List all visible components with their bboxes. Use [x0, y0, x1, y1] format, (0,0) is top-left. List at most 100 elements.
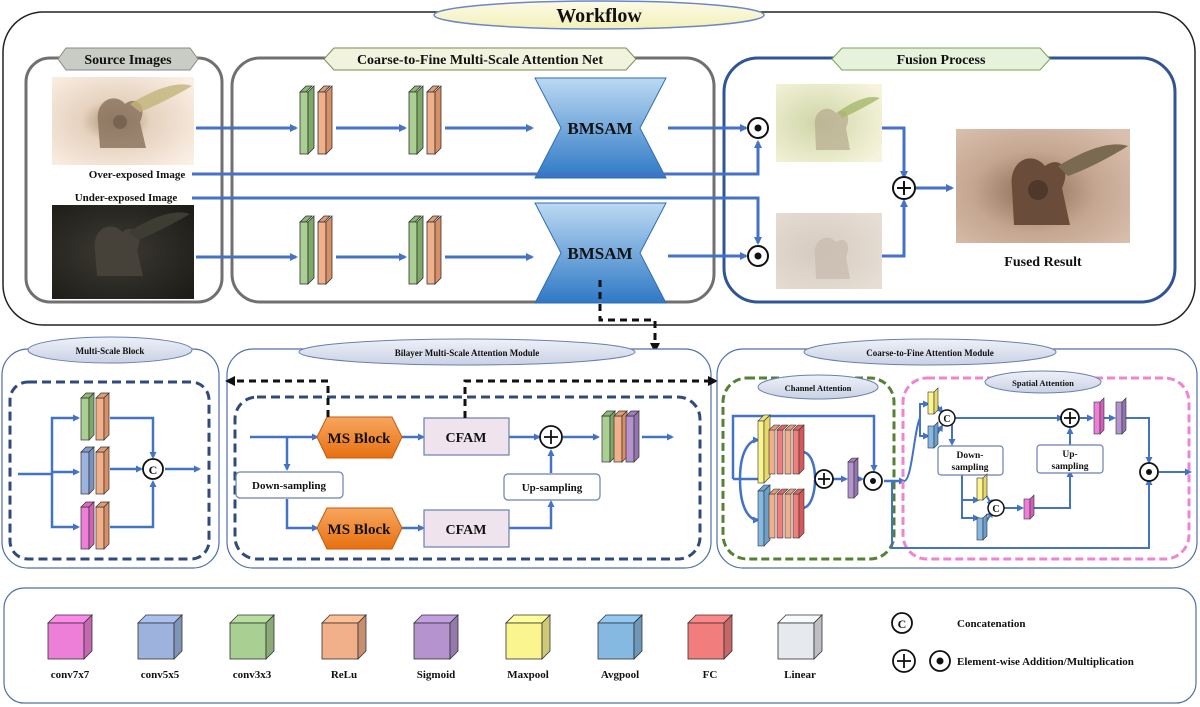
spatial-down-label-2: sampling: [952, 463, 989, 473]
legend-concat-label: Concatenation: [957, 618, 1025, 630]
net-title: Coarse-to-Fine Multi-Scale Attention Net: [357, 53, 603, 68]
legend-cube-sigmoid: [413, 614, 459, 660]
legend-cube-relu: [321, 614, 367, 660]
multi-scale-block-dashed-frame: [8, 380, 211, 561]
fused-result-label: Fused Result: [1004, 255, 1082, 270]
spatial-concat-symbol-2: C: [992, 504, 999, 515]
channel-attention-bars-top: [757, 414, 805, 484]
spatial-concat-symbol-1: C: [943, 414, 950, 425]
bmam-dashed-frame: [233, 395, 702, 561]
top-flow-arrows: [192, 124, 954, 261]
cfam-module-title: Coarse-to-Fine Attention Module: [866, 348, 993, 358]
under-exposed-label: Under-exposed Image: [75, 192, 178, 204]
spatial-maxpool-2: [976, 473, 988, 501]
conv-block-top-2: [408, 85, 442, 155]
spatial-down-sampling-box: [937, 445, 1004, 476]
spatial-concat-op-1: [938, 409, 956, 427]
legend-multiply-icon: [929, 650, 951, 672]
spatial-sigmoid: [1115, 397, 1127, 435]
ms-block-arrows: [18, 414, 201, 531]
fusion-title: Fusion Process: [897, 53, 986, 68]
bmam-arrows: [250, 433, 674, 532]
legend-label-linear: Linear: [784, 669, 816, 681]
channel-attention-add-op: [814, 469, 834, 489]
spatial-down-label-1: Down-: [957, 451, 984, 461]
spatial-maxpool-1: [927, 387, 939, 415]
channel-attention-bars-bottom: [757, 484, 805, 547]
weight-map-top: [776, 84, 882, 162]
legend-cube-avgpool: [597, 614, 643, 660]
up-sampling-box: [503, 473, 601, 501]
spatial-conv7x7-2: [1093, 397, 1105, 435]
bmsam-top: [534, 77, 667, 179]
ms-branch-conv7x7: [80, 501, 110, 550]
legend-label-sigmoid: Sigmoid: [417, 669, 456, 681]
spatial-conv7x7: [1023, 494, 1035, 520]
ms-branch-conv3x3: [80, 392, 110, 441]
spatial-multiply-op: [1139, 462, 1159, 482]
spatial-up-label-2: sampling: [1052, 462, 1089, 472]
multiply-op-bottom: [747, 245, 769, 267]
cfam-box-top: [423, 417, 510, 456]
cfam-box-bottom-label: CFAM: [446, 523, 487, 538]
bmsam-bottom: [534, 202, 667, 304]
down-sampling-box: [235, 471, 344, 499]
legend-cube-conv3x3: [229, 614, 275, 660]
legend-concat-symbol-text: C: [898, 617, 907, 631]
conv-block-bottom-2: [408, 215, 442, 285]
legend-label-maxpool: Maxpool: [507, 669, 549, 681]
ms-block-top-label: MS Block: [328, 431, 392, 447]
bmam-add-op: [539, 425, 563, 449]
fusion-tag: [831, 47, 1051, 71]
over-exposed-image: [52, 77, 194, 165]
spatial-attention-arrows: [884, 400, 1192, 549]
source-images-title: Source Images: [84, 53, 172, 68]
ms-branch-conv5x5: [80, 446, 110, 495]
legend-cube-fc: [687, 614, 733, 660]
channel-attention-multiply-op: [863, 471, 883, 491]
channel-attention-title: Channel Attention: [785, 383, 852, 393]
ms-block-bottom-label: MS Block: [328, 522, 392, 538]
bmam-output-block: [601, 410, 640, 463]
cfam-detail-connector: [463, 376, 718, 418]
legend-add-icon: [892, 649, 916, 673]
bmam-badge: [298, 338, 636, 366]
ms-block-detail-connector: [225, 376, 330, 417]
spatial-attention-title: Spatial Attention: [1012, 378, 1074, 388]
ms-block-top: [316, 416, 403, 459]
multi-scale-block-title: Multi-Scale Block: [76, 346, 145, 356]
bmsam-bottom-label: BMSAM: [567, 244, 632, 263]
ms-block-concat-symbol: C: [149, 463, 158, 477]
bmam-title: Bilayer Multi-Scale Attention Module: [395, 348, 540, 358]
legend-cube-conv5x5: [137, 614, 183, 660]
spatial-up-label-1: Up-: [1062, 450, 1077, 460]
conv-block-top-1: [299, 85, 333, 155]
legend-cube-conv7x7: [47, 614, 93, 660]
bmsam-top-label: BMSAM: [567, 119, 632, 138]
legend-label-conv3x3: conv3x3: [233, 669, 272, 681]
spatial-avgpool-1: [927, 421, 939, 449]
legend-label-relu: ReLu: [331, 669, 357, 681]
spatial-up-sampling-box: [1036, 444, 1104, 474]
workflow-title: Workflow: [556, 5, 642, 27]
legend-label-avgpool: Avgpool: [601, 669, 639, 681]
spatial-avgpool-2: [976, 513, 988, 541]
spatial-add-op: [1060, 408, 1080, 428]
cfam-box-top-label: CFAM: [446, 431, 487, 446]
conv-block-bottom-1: [299, 215, 333, 285]
ms-block-bottom: [316, 507, 403, 550]
up-sampling-label: Up-sampling: [522, 482, 583, 494]
workflow-title-badge: [433, 0, 765, 30]
ms-block-concat-op: [142, 458, 164, 480]
bmsam-detail-connector: [598, 280, 660, 353]
legend-cube-maxpool: [505, 614, 551, 660]
legend-label-conv7x7: conv7x7: [51, 669, 90, 681]
multi-scale-block-badge: [27, 336, 193, 364]
net-tag: [323, 47, 637, 71]
cfam-module-badge: [803, 338, 1057, 366]
spatial-concat-op-2: [987, 499, 1005, 517]
legend-ops-label: Element-wise Addition/Multiplication: [957, 656, 1134, 668]
fused-result-image: [956, 129, 1130, 243]
